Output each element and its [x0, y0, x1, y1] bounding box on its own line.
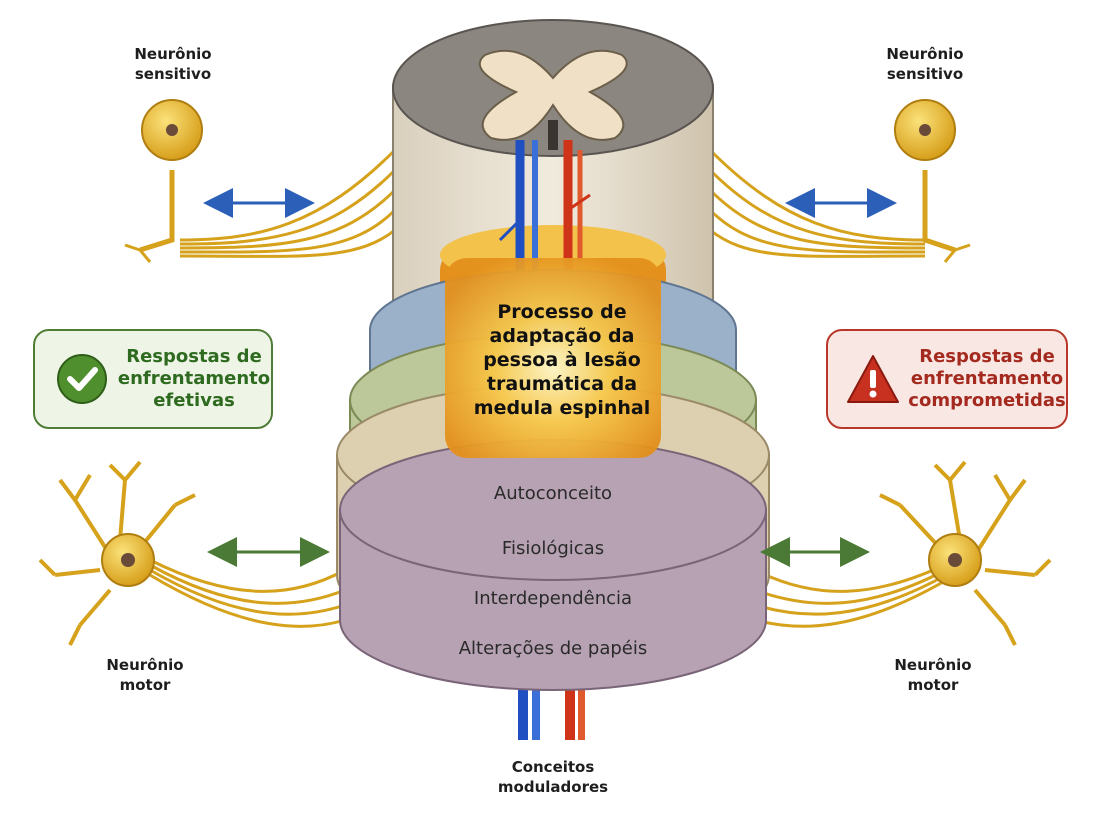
label-sensory-neuron-right: Neurônio sensitivo: [886, 45, 964, 83]
band-alteracoes: [339, 439, 767, 691]
label-motor-neuron-left: Neurônio motor: [106, 656, 184, 694]
label-sensory-neuron-left: Neurônio sensitivo: [134, 45, 212, 83]
band-label-alteracoes-papeis: Alterações de papéis: [458, 638, 648, 659]
sensory-neuron-left: [124, 99, 203, 263]
warning-icon: [847, 355, 899, 403]
band-label-autoconceito: Autoconceito: [493, 483, 613, 504]
sensory-neuron-right: [894, 99, 971, 263]
card-compromised-text: Respostas de enfrentamento comprometidas: [908, 346, 1066, 411]
label-motor-neuron-right: Neurônio motor: [894, 656, 972, 694]
nerve-bundle-right-upper: [708, 148, 926, 258]
card-compromised-coping: Respostas de enfrentamento comprometidas: [826, 329, 1068, 429]
center-title: Processo de adaptação da pessoa à lesão …: [473, 301, 651, 419]
nerve-bundle-left-lower: [149, 558, 346, 628]
core-front: [445, 258, 661, 458]
band-label-fisiologicas: Fisiológicas: [501, 538, 605, 559]
nerve-bundle-left-upper: [179, 148, 397, 258]
card-effective-text: Respostas de enfrentamento efetivas: [117, 346, 271, 411]
motor-neuron-left: [38, 460, 196, 646]
nerve-bundle-right-lower: [754, 558, 956, 628]
gray-matter-butterfly: [478, 49, 628, 141]
check-icon: [57, 354, 107, 404]
band-label-interdependencia: Interdependência: [473, 588, 633, 609]
label-modulating-concepts: Conceitos moduladores: [497, 758, 609, 796]
motor-neuron-right: [879, 460, 1052, 646]
card-effective-coping: Respostas de enfrentamento efetivas: [33, 329, 273, 429]
